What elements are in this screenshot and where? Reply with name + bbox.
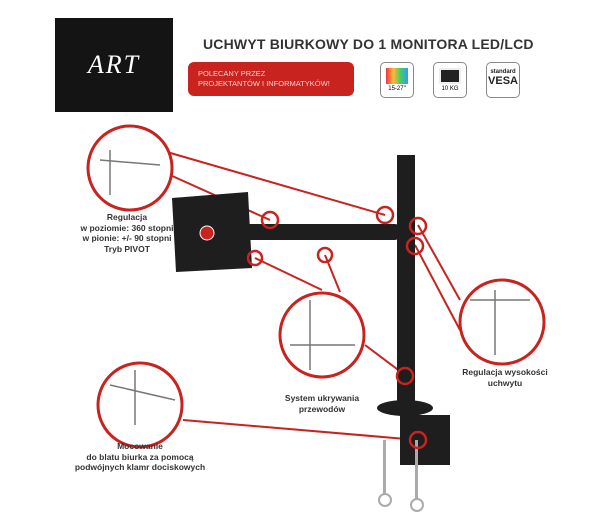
caption-line: do blatu biurka za pomocą xyxy=(86,451,194,462)
height-caption: Regulacja wysokości uchwytu xyxy=(445,367,565,388)
clamp-caption: Mocowanie do blatu biurka za pomocą podw… xyxy=(60,441,220,473)
arm xyxy=(240,224,400,240)
vesa-text: VESA xyxy=(488,75,518,87)
caption-line: w poziomie: 360 stopni xyxy=(80,222,174,233)
pole xyxy=(397,155,415,405)
weight-icon: 10 KG xyxy=(433,62,467,98)
vesa-standard-text: standard xyxy=(490,69,516,75)
detail-markers xyxy=(246,205,428,450)
weight-label: 10 KG xyxy=(441,86,459,92)
caption-line: System ukrywania xyxy=(284,393,360,403)
caption-line: w pionie: +/- 90 stopni xyxy=(82,233,172,243)
badge-line-2: PROJEKTANTÓW I INFORMATYKÓW! xyxy=(198,79,330,88)
caption-line: uchwytu xyxy=(487,377,523,388)
cable-caption: System ukrywania przewodów xyxy=(262,393,382,414)
caption-line: Mocowanie xyxy=(117,441,163,451)
caption-line: Regulacja xyxy=(106,212,148,222)
rotation-caption: Regulacja w poziomie: 360 stopni w pioni… xyxy=(52,212,202,254)
zoom-circles xyxy=(86,124,546,449)
product-title: UCHWYT BIURKOWY DO 1 MONITORA LED/LCD xyxy=(203,36,534,52)
badge-line-1: POLECANY PRZEZ xyxy=(198,69,266,78)
art-logo: ART xyxy=(55,18,173,112)
logo-text: ART xyxy=(87,50,141,79)
vesa-icon: standard VESA xyxy=(486,62,520,98)
base-plate xyxy=(377,400,433,416)
caption-line: przewodów xyxy=(298,403,346,414)
recommended-badge: POLECANY PRZEZ PROJEKTANTÓW I INFORMATYK… xyxy=(188,62,354,96)
led-screen-icon: 15-27" xyxy=(380,62,414,98)
caption-line: Tryb PIVOT xyxy=(104,243,150,254)
monitor-arm xyxy=(172,155,450,512)
screen-size-label: 15-27" xyxy=(388,86,406,92)
caption-line: podwójnych klamr dociskowych xyxy=(74,462,206,472)
caption-line: Regulacja wysokości xyxy=(462,367,548,377)
